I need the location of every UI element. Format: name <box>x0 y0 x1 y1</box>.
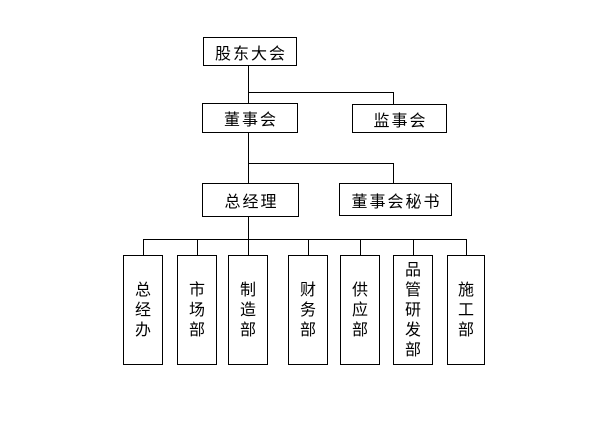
node-supervisory-board-label: 监事会 <box>373 110 428 130</box>
node-dept-manufacturing: 制造部 <box>228 255 268 365</box>
connector-drop-supervisory <box>393 92 394 104</box>
connector-stub-dept-3 <box>248 239 249 256</box>
node-board-secretary: 董事会秘书 <box>339 183 452 216</box>
node-dept-supply: 供应部 <box>340 255 380 365</box>
node-dept-manufacturing-label: 制造部 <box>239 280 256 339</box>
node-dept-general-manager-office-label: 总经办 <box>134 280 151 339</box>
node-dept-marketing: 市场部 <box>177 255 217 365</box>
node-shareholders-meeting-label: 股东大会 <box>214 43 287 63</box>
node-supervisory-board: 监事会 <box>352 104 447 133</box>
connector-branch-to-secretary <box>248 163 394 164</box>
node-board-of-directors: 董事会 <box>202 103 298 133</box>
connector-board-to-gm <box>248 133 249 183</box>
connector-shareholders-to-board <box>248 66 249 103</box>
node-dept-supply-label: 供应部 <box>351 280 368 339</box>
node-dept-construction: 施工部 <box>447 255 485 365</box>
connector-branch-to-supervisory <box>248 92 394 93</box>
connector-stub-dept-6 <box>413 239 414 256</box>
node-board-secretary-label: 董事会秘书 <box>351 191 442 211</box>
node-dept-finance-label: 财务部 <box>299 280 316 339</box>
node-dept-finance: 财务部 <box>288 255 328 365</box>
node-general-manager-label: 总经理 <box>224 192 279 211</box>
connector-stub-dept-2 <box>197 239 198 256</box>
node-dept-quality-rd: 品管研发部 <box>393 255 433 365</box>
node-shareholders-meeting: 股东大会 <box>203 37 297 66</box>
connector-drop-secretary <box>393 163 394 183</box>
connector-stub-dept-7 <box>466 239 467 256</box>
node-board-of-directors-label: 董事会 <box>223 110 278 129</box>
connector-stub-dept-1 <box>143 239 144 256</box>
node-dept-general-manager-office: 总经办 <box>123 255 163 365</box>
connector-stub-dept-5 <box>360 239 361 256</box>
node-dept-construction-label: 施工部 <box>457 280 474 339</box>
connector-stub-dept-4 <box>308 239 309 256</box>
connector-rake <box>143 239 467 240</box>
connector-gm-to-rake <box>248 217 249 239</box>
node-dept-quality-rd-label: 品管研发部 <box>404 260 421 359</box>
node-general-manager: 总经理 <box>202 183 299 217</box>
node-dept-marketing-label: 市场部 <box>188 280 205 339</box>
